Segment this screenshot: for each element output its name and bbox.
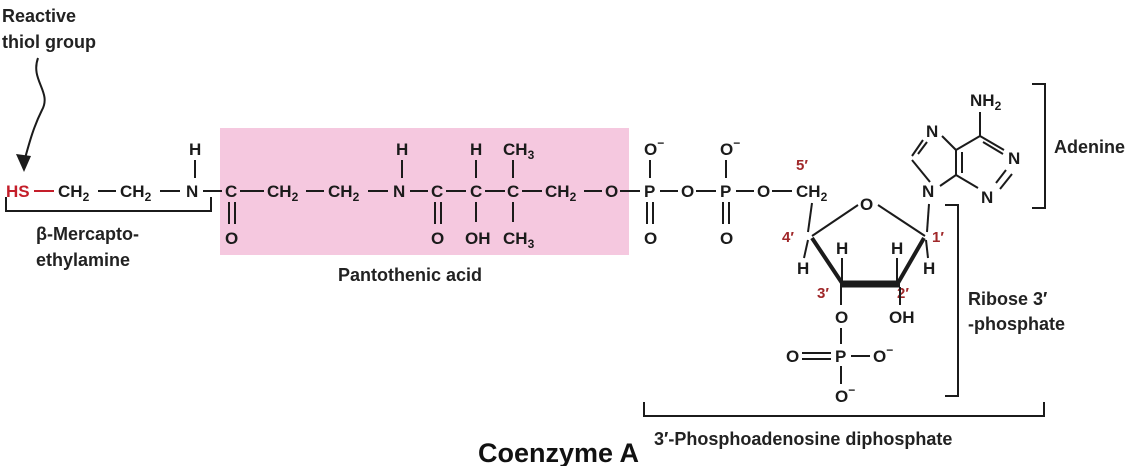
atom-o: O [757,182,770,201]
svg-text:CH2: CH2 [545,182,577,204]
ribose-bracket [945,204,959,397]
atom-n: N [981,188,993,207]
mercapto-bracket [5,197,212,212]
atom-o-minus: O− [873,343,893,366]
pantothenic-acid-label: Pantothenic acid [338,265,482,285]
ribose-ring [807,202,926,288]
svg-text:CH2: CH2 [328,182,360,204]
ring-position-4: 4′ [782,229,794,246]
atom-o: O [644,229,657,248]
mercapto-label-line1: β-Mercapto- [36,224,139,244]
atom-ch2-a: CH2 [58,182,90,204]
atom-ch2-5prime: CH2 [796,182,828,204]
bond [926,203,930,233]
adenine-rings [911,112,1013,190]
atom-h: H [189,140,201,159]
bond [925,239,929,259]
atom-oh: OH [465,229,491,248]
atom-o: O [681,182,694,201]
atom-nh2: NH2 [970,91,1002,113]
bond [803,239,809,259]
atom-h: H [923,259,935,278]
svg-text:O−: O− [835,383,855,406]
svg-text:O−: O− [873,343,893,366]
atom-ch2-e: CH2 [545,182,577,204]
atom-p: P [835,347,846,366]
atom-ch3-bottom: CH3 [503,229,535,251]
atom-o: O [835,308,848,327]
atom-h: H [470,140,482,159]
atom-o-minus: O− [644,136,664,159]
atom-h: H [891,239,903,258]
atom-o: O [605,182,618,201]
atom-o: O [225,229,238,248]
svg-text:NH2: NH2 [970,91,1002,113]
phosphoadenosine-bracket [643,402,1045,417]
atom-o: O [720,229,733,248]
ribose-label-line2: -phosphate [968,314,1065,334]
adenine-bracket [1032,83,1046,209]
svg-text:O−: O− [720,136,740,159]
coenzyme-a-title: Coenzyme A [478,438,639,466]
svg-text:CH2: CH2 [796,182,828,204]
svg-text:CH3: CH3 [503,140,535,162]
ring-position-3: 3′ [817,285,829,302]
phosphoadenosine-label: 3′-Phosphoadenosine diphosphate [654,429,952,449]
atom-p: P [720,182,731,201]
atom-hs: HS [6,182,30,201]
atom-c: C [431,182,443,201]
mercapto-label-line2: ethylamine [36,250,130,270]
ribose-label-line1: Ribose 3′ [968,289,1047,309]
atom-h: H [797,259,809,278]
atom-n: N [922,182,934,201]
ring-position-5: 5′ [796,157,808,174]
atom-c: C [225,182,237,201]
svg-text:CH3: CH3 [503,229,535,251]
atom-ch2-d: CH2 [328,182,360,204]
atom-n: N [186,182,198,201]
svg-text:CH2: CH2 [58,182,90,204]
reactive-thiol-label-line2: thiol group [2,32,96,52]
atom-n: N [1008,149,1020,168]
ring-position-1: 1′ [932,229,944,246]
atom-o-minus: O− [835,383,855,406]
atom-oh: OH [889,308,915,327]
atom-h: H [396,140,408,159]
ring-position-2: 2′ [897,285,909,302]
atom-n: N [393,182,405,201]
squiggle-arrow-icon [16,57,46,172]
atom-h: H [836,239,848,258]
atom-n: N [926,122,938,141]
adenine-label: Adenine [1054,137,1125,157]
svg-text:CH2: CH2 [267,182,299,204]
atom-ch2-b: CH2 [120,182,152,204]
atom-c: C [507,182,519,201]
atom-ch3-top: CH3 [503,140,535,162]
svg-text:O−: O− [644,136,664,159]
reactive-thiol-label-line1: Reactive [2,6,76,26]
svg-text:CH2: CH2 [120,182,152,204]
atom-p: P [644,182,655,201]
atom-ring-o: O [860,195,873,214]
atom-c: C [470,182,482,201]
atom-o: O [786,347,799,366]
atom-o-minus: O− [720,136,740,159]
atom-o: O [431,229,444,248]
atom-ch2-c: CH2 [267,182,299,204]
